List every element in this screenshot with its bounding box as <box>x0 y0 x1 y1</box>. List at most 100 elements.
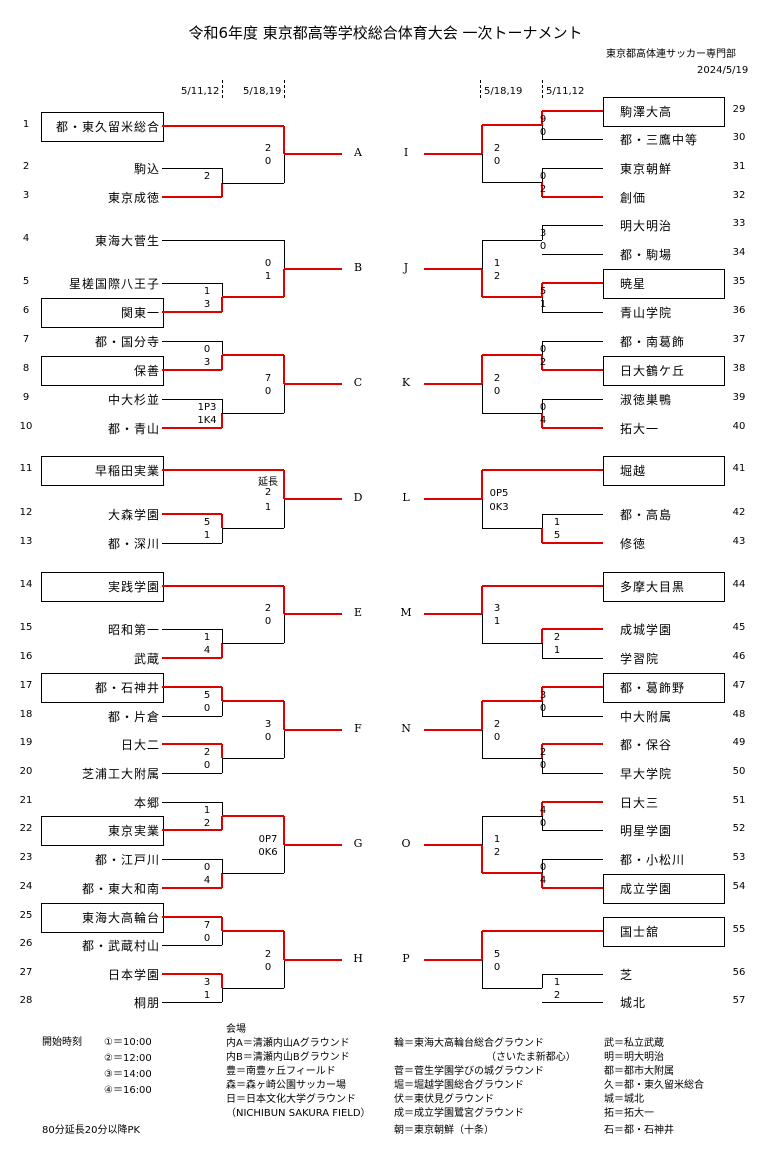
abbrev-item: 明＝明大明治 <box>604 1052 664 1063</box>
bracket-line <box>482 528 542 529</box>
team-name: 都・南葛飾 <box>620 335 686 349</box>
round-divider <box>284 80 285 98</box>
winner-line <box>481 931 483 960</box>
team-number: 53 <box>732 852 746 863</box>
team-name: 青山学院 <box>620 306 673 320</box>
winner-line <box>541 283 543 297</box>
venue-item: 伏＝東伏見グラウンド <box>394 1094 494 1105</box>
bracket-line <box>482 182 542 183</box>
team-name: 多摩大目黒 <box>620 580 686 594</box>
winner-line <box>542 542 603 544</box>
match-score: 0K3 <box>489 502 509 513</box>
bracket-line <box>162 543 222 544</box>
match-score: 0 <box>203 703 211 714</box>
team-name: 駒澤大高 <box>620 105 673 119</box>
match-score: 0 <box>203 344 211 355</box>
bracket-line <box>162 341 222 342</box>
team-number: 24 <box>19 881 33 892</box>
bracket-line <box>284 240 285 269</box>
match-score: 0 <box>539 818 547 829</box>
team-name: 都・駒場 <box>620 248 673 262</box>
bracket-line <box>542 830 603 831</box>
match-score: 1 <box>203 530 211 541</box>
winner-line <box>283 470 285 499</box>
team-number: 38 <box>732 363 746 374</box>
match-score: 0 <box>493 386 501 397</box>
team-name: 成城学園 <box>620 623 673 637</box>
team-name: 拓大一 <box>620 422 660 436</box>
winner-line <box>162 657 222 659</box>
match-score: 2 <box>264 487 272 498</box>
block-label-left: G <box>353 837 363 850</box>
team-number: 3 <box>22 190 30 201</box>
winner-line <box>541 687 543 701</box>
team-number: 12 <box>19 507 33 518</box>
match-score: 1P3 <box>197 402 217 413</box>
winner-line <box>221 816 223 830</box>
winner-box <box>603 917 725 947</box>
match-score: 7 <box>203 920 211 931</box>
bracket-line <box>222 413 284 414</box>
team-number: 6 <box>22 305 30 316</box>
team-number: 19 <box>19 737 33 748</box>
team-name: 中大附属 <box>620 710 673 724</box>
team-name: 東京成徳 <box>107 191 160 205</box>
team-name: 駒込 <box>133 162 160 176</box>
winner-line <box>162 973 222 975</box>
winner-line <box>424 959 482 961</box>
bracket-line <box>222 643 284 644</box>
team-name: 都・高島 <box>620 508 673 522</box>
match-score: 4 <box>539 805 547 816</box>
block-label-left: B <box>353 261 363 274</box>
match-score: 0 <box>264 258 272 269</box>
team-number: 18 <box>19 709 33 720</box>
bracket-line <box>284 384 285 413</box>
match-score: 0 <box>203 862 211 873</box>
match-score: 2 <box>493 847 501 858</box>
team-name: 都・東久留米総合 <box>55 120 160 134</box>
match-score: 2 <box>264 603 272 614</box>
winner-line <box>221 687 223 701</box>
winner-line <box>542 887 603 889</box>
winner-line <box>162 916 222 918</box>
team-number: 20 <box>19 766 33 777</box>
abbrev-item: 武＝私立武蔵 <box>604 1038 664 1049</box>
winner-line <box>542 282 603 284</box>
date: 2024/5/19 <box>697 65 749 76</box>
winner-line <box>481 701 483 730</box>
match-score: 3 <box>493 603 501 614</box>
team-name: 城北 <box>620 996 647 1010</box>
block-label-right: P <box>402 952 410 965</box>
winner-line <box>283 701 285 730</box>
winner-line <box>221 183 223 197</box>
bracket-line <box>162 859 222 860</box>
match-score: 2 <box>203 747 211 758</box>
organizer: 東京都高体連サッカー専門部 <box>606 49 736 60</box>
winner-line <box>541 111 543 125</box>
bracket-line <box>542 225 603 226</box>
match-score: 4 <box>203 875 211 886</box>
block-label-right: K <box>401 376 411 389</box>
winner-line <box>424 153 482 155</box>
venue-item: 森＝森ヶ崎公園サッカー場 <box>226 1080 346 1091</box>
bracket-line <box>542 974 603 975</box>
bracket-line <box>542 125 543 139</box>
team-name: 都・片倉 <box>107 710 160 724</box>
block-label-right: L <box>402 491 410 504</box>
match-score: 2 <box>553 632 561 643</box>
match-score: 0K6 <box>258 847 278 858</box>
venue-item: 成＝成立学園鷺宮グラウンド <box>394 1108 524 1119</box>
winner-line <box>424 844 482 846</box>
extra-time-note: 80分延長20分以降PK <box>42 1125 141 1136</box>
match-score: 0 <box>203 933 211 944</box>
abbrev-item: 久＝都・東久留米総合 <box>604 1080 704 1091</box>
winner-line <box>221 297 223 312</box>
bracket-line <box>222 283 223 297</box>
block-label-left: H <box>353 952 363 965</box>
match-score: 1 <box>203 805 211 816</box>
team-number: 40 <box>732 421 746 432</box>
match-score: 0 <box>493 732 501 743</box>
venue-item: （NICHIBUN SAKURA FIELD） <box>226 1108 371 1119</box>
team-name: 都・石神井 <box>94 681 160 695</box>
bracket-line <box>284 499 285 528</box>
